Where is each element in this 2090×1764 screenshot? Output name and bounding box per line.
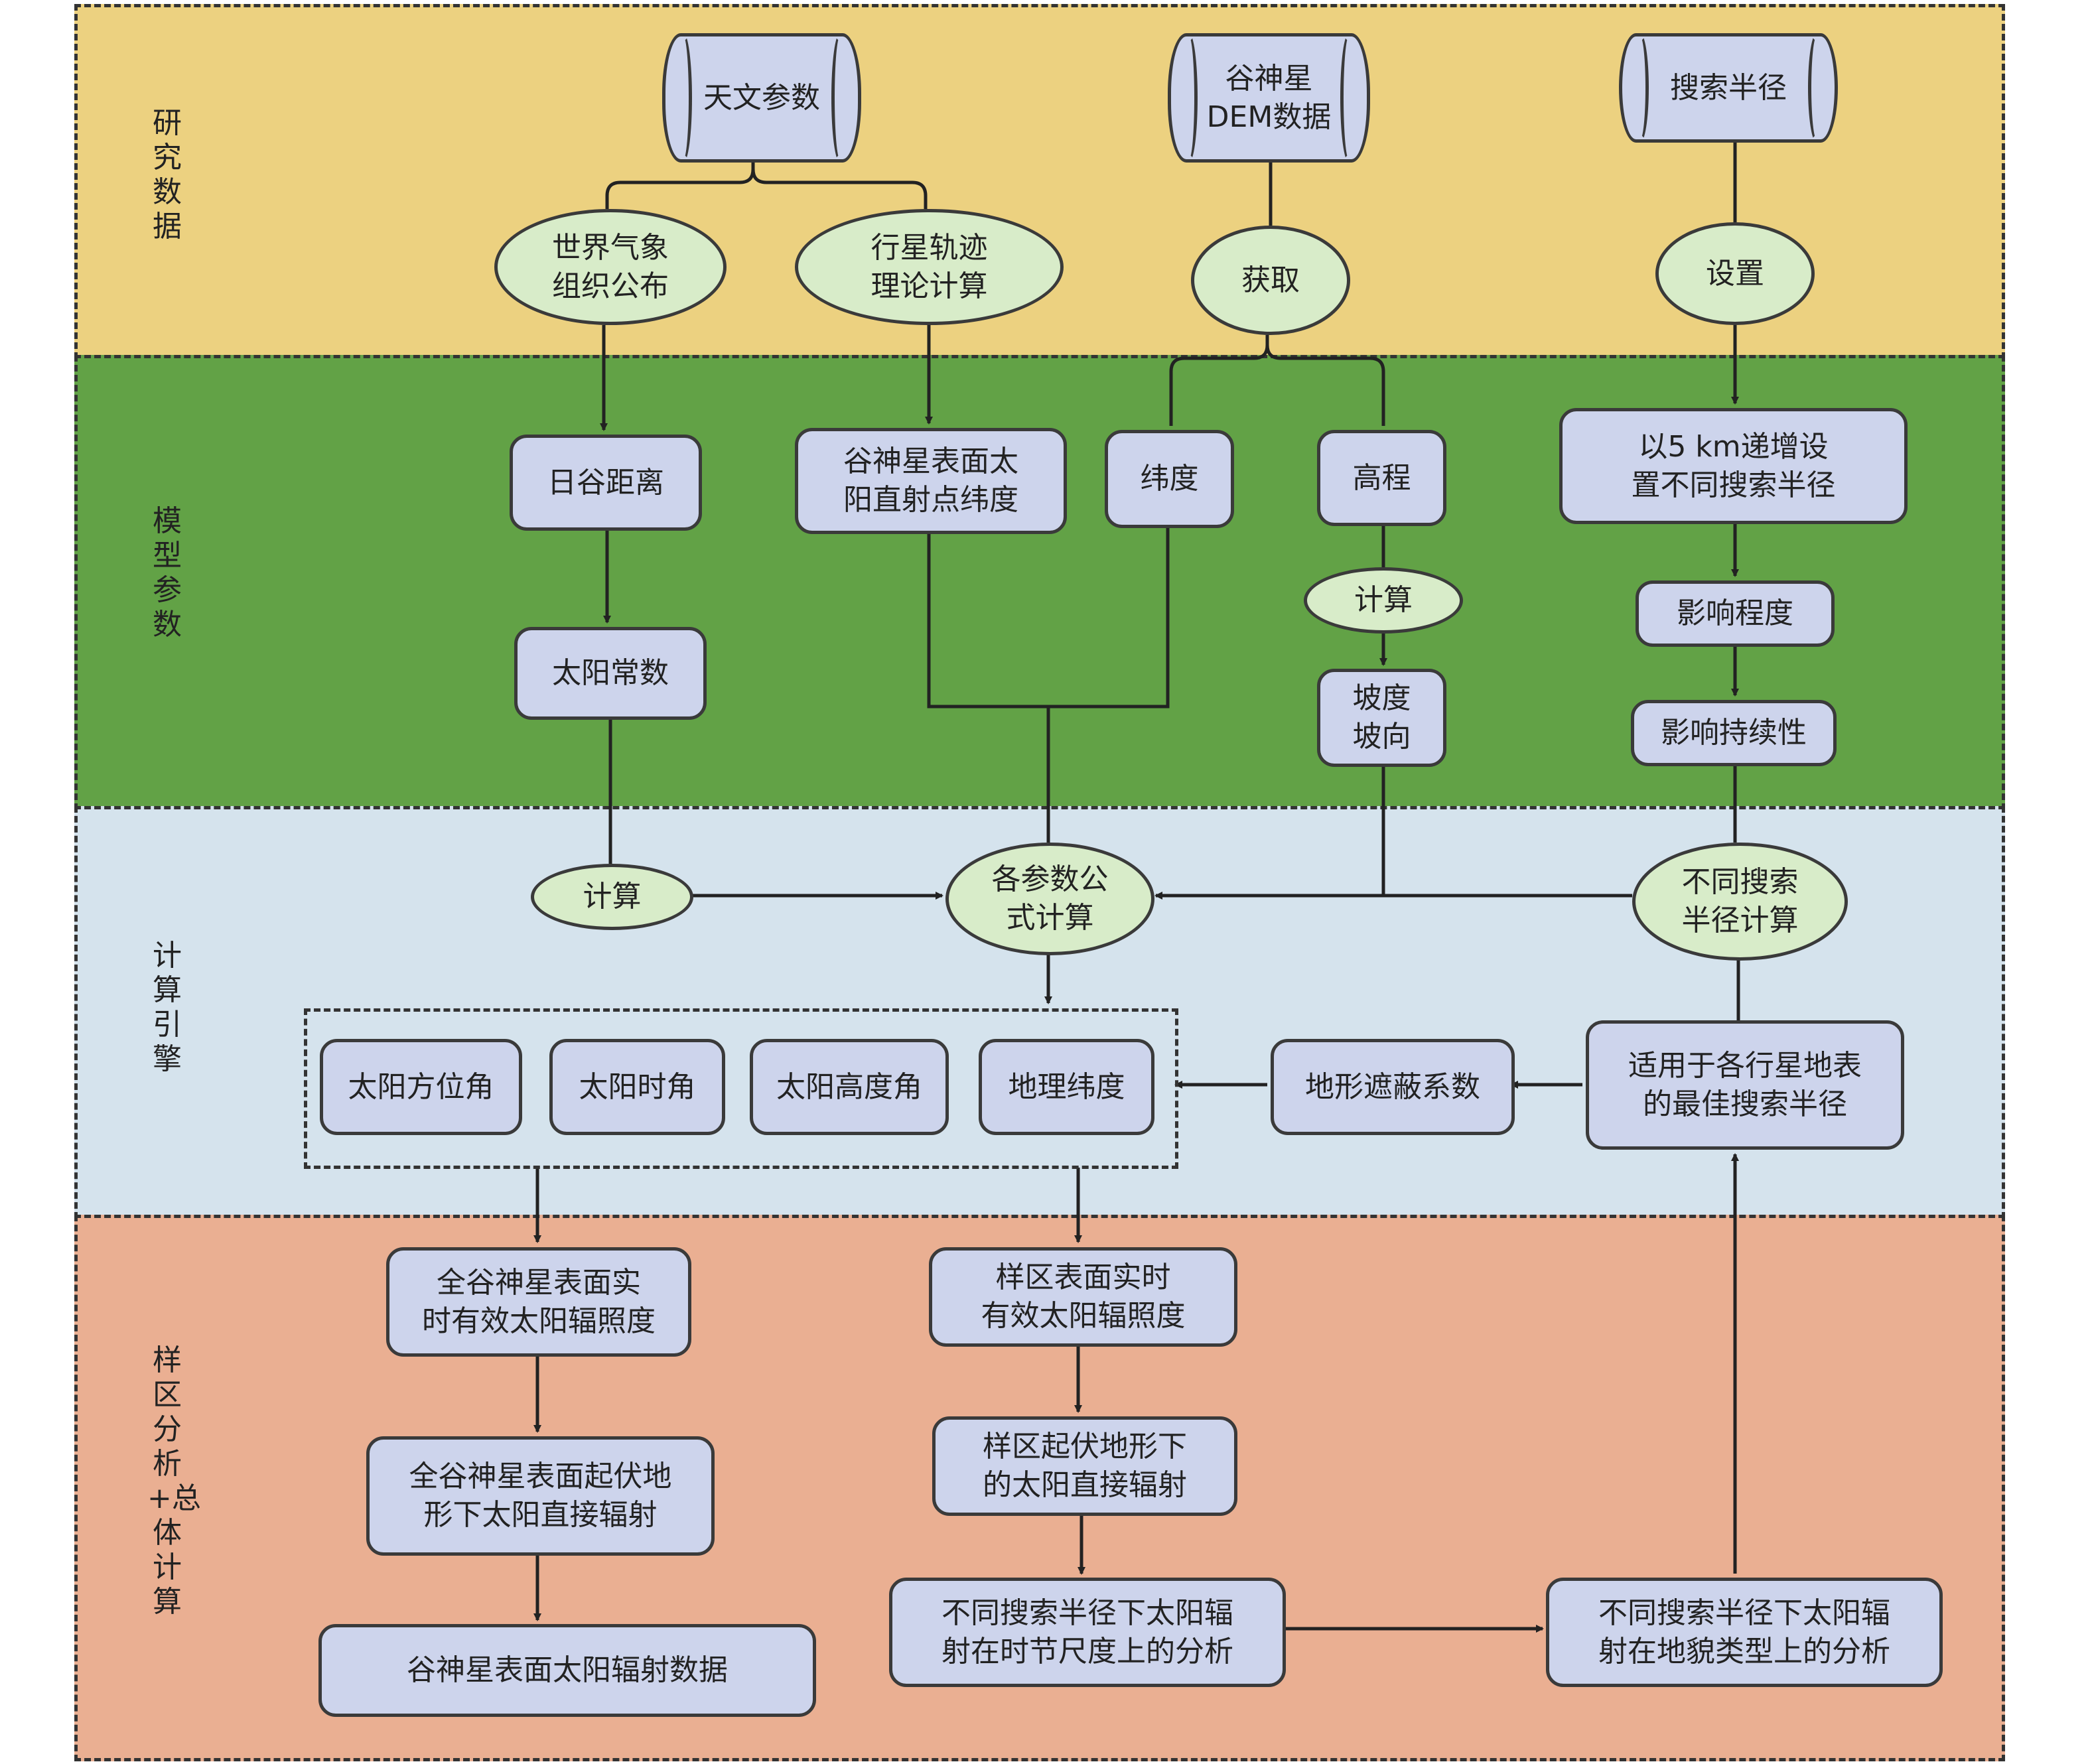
wmo-oval: 世界气象 组织公布 <box>494 209 727 325</box>
astro-params-store: 天文参数 <box>662 33 861 163</box>
compute-oval-a: 计算 <box>1304 567 1463 634</box>
orbit-theory-oval: 行星轨迹 理论计算 <box>795 209 1064 325</box>
band-label-compute-engine: 计算引擎 <box>153 939 182 1076</box>
latitude-box: 纬度 <box>1105 430 1234 528</box>
sun-ceres-distance-box: 日谷距离 <box>510 435 702 531</box>
terrain-shading-box: 地形遮蔽系数 <box>1271 1039 1515 1135</box>
search-radius-store: 搜索半径 <box>1619 33 1838 143</box>
influence-degree-box: 影响程度 <box>1636 580 1835 647</box>
temporal-analysis-box: 不同搜索半径下太阳辐 射在时节尺度上的分析 <box>889 1578 1286 1687</box>
hour-angle-box: 太阳时角 <box>549 1039 725 1135</box>
solar-params-group <box>304 1008 1178 1169</box>
diff-radius-compute-oval: 不同搜索 半径计算 <box>1632 843 1848 961</box>
global-effective-box: 全谷神星表面实 时有效太阳辐照度 <box>386 1247 691 1357</box>
landform-analysis-box: 不同搜索半径下太阳辐 射在地貌类型上的分析 <box>1546 1578 1943 1687</box>
best-radius-box: 适用于各行星地表 的最佳搜索半径 <box>1586 1020 1904 1150</box>
influence-persistence-box: 影响持续性 <box>1631 700 1837 766</box>
subsolar-latitude-box: 谷神星表面太 阳直射点纬度 <box>795 428 1067 534</box>
solar-altitude-box: 太阳高度角 <box>750 1039 949 1135</box>
set-oval: 设置 <box>1655 222 1815 325</box>
geo-latitude-box: 地理纬度 <box>979 1039 1154 1135</box>
band-label-model-params: 模型参数 <box>153 504 182 642</box>
solar-azimuth-box: 太阳方位角 <box>320 1039 522 1135</box>
param-formulas-oval: 各参数公 式计算 <box>945 843 1154 955</box>
solar-constant-box: 太阳常数 <box>514 627 707 720</box>
radiation-data-box: 谷神星表面太阳辐射数据 <box>318 1624 816 1717</box>
global-direct-box: 全谷神星表面起伏地 形下太阳直接辐射 <box>366 1436 715 1556</box>
radius-step-box: 以5 km递增设 置不同搜索半径 <box>1559 408 1908 524</box>
elevation-box: 高程 <box>1317 430 1446 526</box>
dem-data-store: 谷神星 DEM数据 <box>1168 33 1370 163</box>
sample-direct-box: 样区起伏地形下 的太阳直接辐射 <box>932 1416 1237 1516</box>
compute-oval-b: 计算 <box>531 864 693 930</box>
sample-effective-box: 样区表面实时 有效太阳辐照度 <box>929 1247 1237 1347</box>
slope-aspect-box: 坡度 坡向 <box>1317 669 1446 767</box>
band-label-research-data: 研究数据 <box>153 106 182 243</box>
acquire-oval: 获取 <box>1191 226 1350 335</box>
